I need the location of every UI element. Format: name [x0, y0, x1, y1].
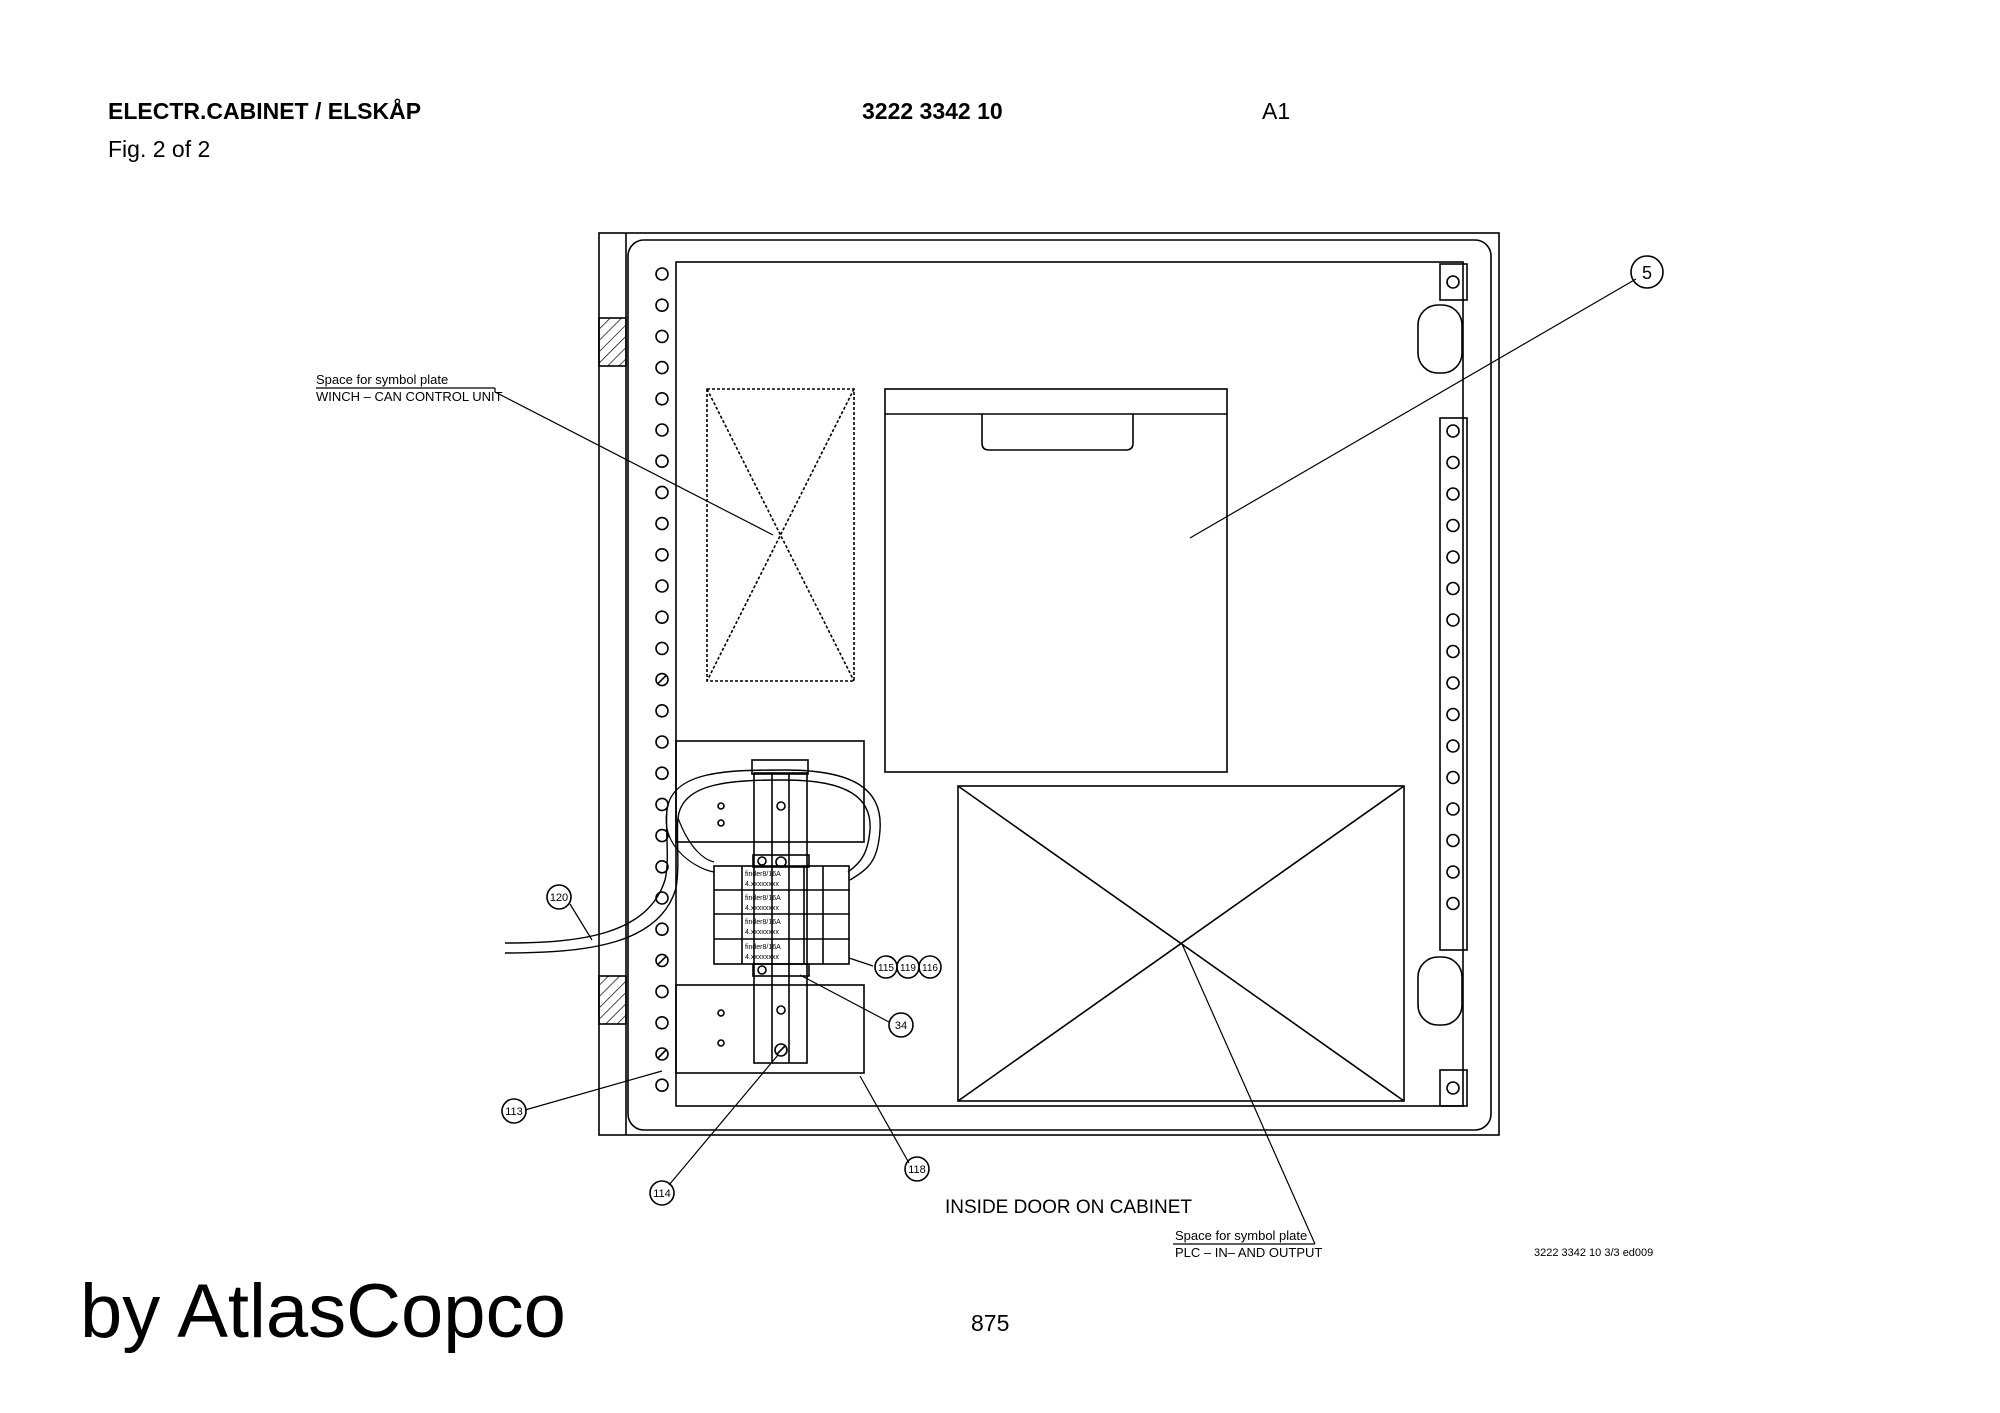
mounting-hole [655, 454, 669, 469]
mounting-hole [655, 859, 669, 874]
callout-118: 118 [908, 1164, 926, 1176]
mounting-hole [1446, 613, 1460, 627]
document-reference: 3222 3342 10 3/3 ed009 [1534, 1247, 1653, 1259]
mounting-hole [655, 735, 669, 749]
right-rail [1439, 417, 1468, 951]
latch-top [1417, 304, 1463, 374]
mounting-hole [655, 1015, 669, 1030]
relay-code-2: 4.xxxxxxxx [745, 905, 779, 912]
door-inner-panel [627, 239, 1492, 1131]
mounting-hole [1446, 424, 1460, 438]
large-panel [884, 388, 1228, 773]
sheet-size: A1 [1262, 98, 1291, 124]
mounting-hole [655, 797, 669, 812]
mounting-hole [1446, 455, 1460, 470]
note-plc-line2: PLC – IN– AND OUTPUT [1175, 1245, 1322, 1260]
right-bottom-bracket [1439, 1069, 1468, 1107]
mounting-hole [1446, 739, 1460, 753]
din-rail [753, 772, 808, 1064]
note-winch-line1: Space for symbol plate [316, 372, 448, 387]
left-hole-strip [655, 267, 669, 1092]
mounting-hole [655, 703, 669, 718]
note-plc-line1: Space for symbol plate [1175, 1228, 1307, 1243]
page-number: 875 [971, 1310, 1010, 1336]
symbol-plate-plc [957, 785, 1405, 1102]
drawing-caption: INSIDE DOOR ON CABINET [945, 1197, 1192, 1218]
callout-116: 116 [922, 963, 938, 974]
symbol-plate-winch [706, 388, 855, 682]
mounting-hole [655, 641, 669, 656]
mounting-hole [1446, 865, 1460, 879]
relay-code-1: 4.xxxxxxxx [745, 881, 779, 888]
mounting-hole [655, 610, 669, 625]
callout-120: 120 [550, 892, 568, 904]
panel-handle-slot [981, 414, 1134, 451]
hinge-top [598, 317, 627, 367]
callout-113: 113 [505, 1106, 523, 1118]
mounting-hole [655, 360, 669, 375]
mounting-hole [655, 828, 669, 843]
relay-code-3: 4.xxxxxxxx [745, 929, 779, 936]
callout-5: 5 [1642, 263, 1652, 283]
mounting-hole [655, 922, 669, 937]
mounting-hole [1446, 770, 1460, 785]
relay-label-4: finder8/16A [745, 944, 781, 951]
mounting-hole [1446, 676, 1460, 690]
relay-label-2: finder8/16A [745, 895, 781, 902]
mounting-hole [655, 267, 669, 281]
mounting-hole [655, 579, 669, 593]
mounting-hole [1446, 833, 1460, 848]
relay-module [713, 854, 850, 977]
mounting-hole [655, 672, 669, 687]
mounting-hole [1446, 487, 1460, 501]
relay-label-3: finder8/16A [745, 919, 781, 926]
mounting-hole [655, 891, 669, 905]
callout-114: 114 [653, 1188, 671, 1200]
mounting-hole [1446, 707, 1460, 722]
latch-bottom [1417, 956, 1463, 1026]
mounting-plate-top [675, 740, 865, 843]
mounting-hole [655, 953, 669, 968]
callout-34: 34 [895, 1020, 907, 1032]
mounting-hole [1446, 896, 1460, 911]
mounting-hole [1446, 550, 1460, 564]
door-outer-frame [598, 232, 1500, 1136]
mounting-hole [1446, 518, 1460, 533]
mounting-hole [655, 516, 669, 531]
note-winch-line2: WINCH – CAN CONTROL UNIT [316, 389, 503, 404]
cable-loop [504, 769, 881, 944]
mounting-hole [655, 1078, 669, 1092]
callout-119: 119 [900, 963, 916, 974]
mounting-hole [655, 1047, 669, 1061]
mounting-hole [655, 329, 669, 344]
mounting-hole [655, 984, 669, 999]
figure-number: Fig. 2 of 2 [108, 136, 211, 162]
mounting-hole [655, 547, 669, 562]
brand-signature: by AtlasCopco [80, 1269, 566, 1354]
mounting-hole [655, 391, 669, 406]
mounting-hole [655, 423, 669, 437]
relay-label-1: finder8/16A [745, 871, 781, 878]
hinge-bottom [598, 975, 627, 1025]
mounting-plate-bottom [675, 984, 865, 1074]
mounting-hole [655, 485, 669, 500]
callout-115: 115 [878, 963, 894, 974]
right-top-bracket [1439, 263, 1468, 301]
mounting-area [675, 261, 1464, 1107]
right-hole-strip [1446, 424, 1460, 911]
drawing-title: ELECTR.CABINET / ELSKÅP [108, 98, 422, 124]
mounting-hole [655, 298, 669, 313]
relay-code-4: 4.xxxxxxxx [745, 954, 779, 961]
part-number: 3222 3342 10 [862, 98, 1003, 124]
mounting-hole [1446, 802, 1460, 816]
mounting-hole [655, 766, 669, 781]
mounting-hole [1446, 644, 1460, 659]
mounting-hole [1446, 581, 1460, 596]
